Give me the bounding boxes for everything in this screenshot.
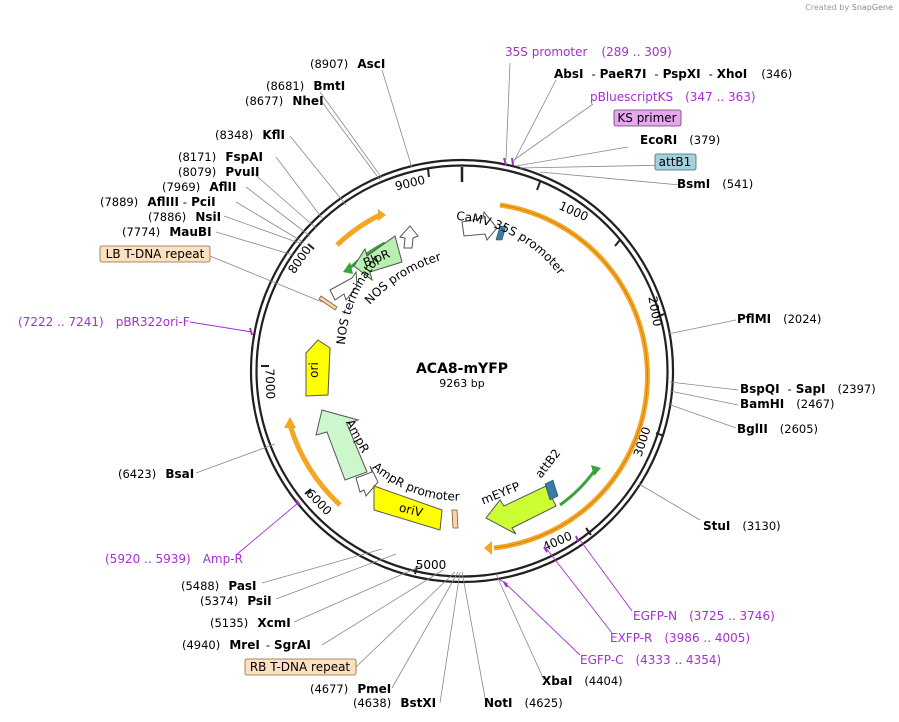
site-bsmI: BsmI(541) [677,177,753,191]
topleft-orange-arc [335,212,382,247]
lb-marker [318,295,338,311]
site-ecoRI: EcoRI(379) [640,133,720,147]
nos-promoter-arrow [399,225,419,249]
plasmid-backbone-inner [255,164,669,578]
nos-terminator-arrow [329,270,358,302]
site-aflIII-pciI: (7889) AflIII-PciI [100,191,216,210]
tick-label-6000: 6000 [303,486,334,518]
site-absI-xhoI: AbsI-PaeR7I-PspXI-XhoI(346) [554,67,792,81]
site-kflI: (8348) KflI [215,124,285,143]
site-pasI: (5488) PasI [181,575,257,594]
attb2-green-arc [559,469,597,507]
ori-label: ori [307,362,321,378]
plasmid-name: ACA8-mYFP [416,361,508,377]
oriv-label: oriV [398,500,425,520]
primer-pbr322ori-f: (7222 .. 7241)pBR322ori-F [18,315,190,329]
tick-label-5000: 5000 [416,558,447,572]
oriv-arrow [373,485,443,531]
snapgene-credit: Created by SnapGene [805,3,893,12]
attb1-box: attB1 [654,153,697,171]
site-mauBI: (7774) MauBI [122,221,212,240]
attb2-green-arrow [591,465,601,476]
left-orange-arc [287,424,342,507]
rb-marker [451,509,459,529]
attb1-label: attB1 [659,155,692,169]
left-orange-arrow [284,417,296,428]
ori-arrow [305,339,331,397]
primer-pbluescriptks: pBluescriptKS(347 .. 363) [590,90,756,104]
tick-label-1000: 1000 [557,199,591,224]
site-bglII: BglII(2605) [737,422,818,436]
insert-arc-edge [493,204,648,549]
site-nheI: (8677) NheI [245,90,324,109]
primer-leader-lines [189,321,633,656]
site-pflMI: PflMI(2024) [737,312,821,326]
primer-exfp-r: EXFP-R(3986 .. 4005) [610,631,750,645]
rb-tdna-box: RB T-DNA repeat [244,658,357,676]
primer-markers [249,157,579,588]
primer-egfp-n: EGFP-N(3725 .. 3746) [633,609,775,623]
topleft-green-arrow [343,262,353,274]
site-mreI-sgrAI: (4940) MreI-SgrAI [182,634,311,653]
site-psiI: (5374) PsiI [200,590,272,609]
blpr-arrow [353,235,403,282]
site-nsiI: (7886) NsiI [148,206,221,225]
camv-arrow [461,210,498,242]
primer-35s: 35S promoter(289 .. 309) [505,45,672,59]
attb2-marker [544,479,559,501]
ampr-promoter-arrow [355,465,379,497]
site-fspAI: (8171) FspAI [178,146,263,165]
primer-egfp-c: EGFP-C(4333 .. 4354) [580,653,721,667]
rb-tdna-label: RB T-DNA repeat [250,660,351,674]
ks-primer-label: KS primer [617,111,676,125]
site-bspQI-sapI: BspQI-SapI(2397) [740,382,876,396]
site-xcmI: (5135) XcmI [210,612,291,631]
scale-ticks [261,168,665,575]
attb1-marker [495,225,507,241]
plasmid-backbone-outer [249,158,675,584]
lb-tdna-box: LB T-DNA repeat [99,245,211,263]
plasmid-length: 9263 bp [439,377,484,390]
site-pvuII: (8079) PvuII [178,161,259,180]
credit-prefix: Created by [805,3,850,12]
primer-amp-r: (5920 .. 5939)Amp-R [105,552,243,566]
tick-label-7000: 7000 [262,368,277,399]
site-bmtI: (8681) BmtI [266,75,345,94]
site-bamHI: BamHI(2467) [740,397,835,411]
tick-label-2000: 2000 [645,295,664,328]
site-pmeI: (4677) PmeI [310,678,391,697]
site-xbaI: XbaI(4404) [542,674,623,688]
credit-brand: SnapGene [851,3,893,12]
attb2-label: attB2 [532,446,563,480]
restriction-site-labels: (8907) AscI (8681) BmtI (8677) NheI (834… [100,53,876,711]
site-leader-lines [195,62,739,704]
ampr-arrow [315,409,368,481]
site-ascI: (8907) AscI [310,53,385,72]
site-bstXI: (4638) BstXI [353,692,436,711]
site-aflII: (7969) AflII [162,176,236,195]
topleft-orange-arrow [378,209,386,221]
site-bsaI: (6423) BsaI [118,463,194,482]
site-notI: NotI(4625) [484,696,563,710]
tick-label-9000: 9000 [394,173,427,194]
lb-tdna-label: LB T-DNA repeat [106,247,205,261]
ks-primer-box: KS primer [613,109,682,127]
insert-arrow-head [484,541,492,555]
primer-labels: 35S promoter(289 .. 309) pBluescriptKS(3… [18,45,775,667]
site-stuI: StuI(3130) [703,519,781,533]
